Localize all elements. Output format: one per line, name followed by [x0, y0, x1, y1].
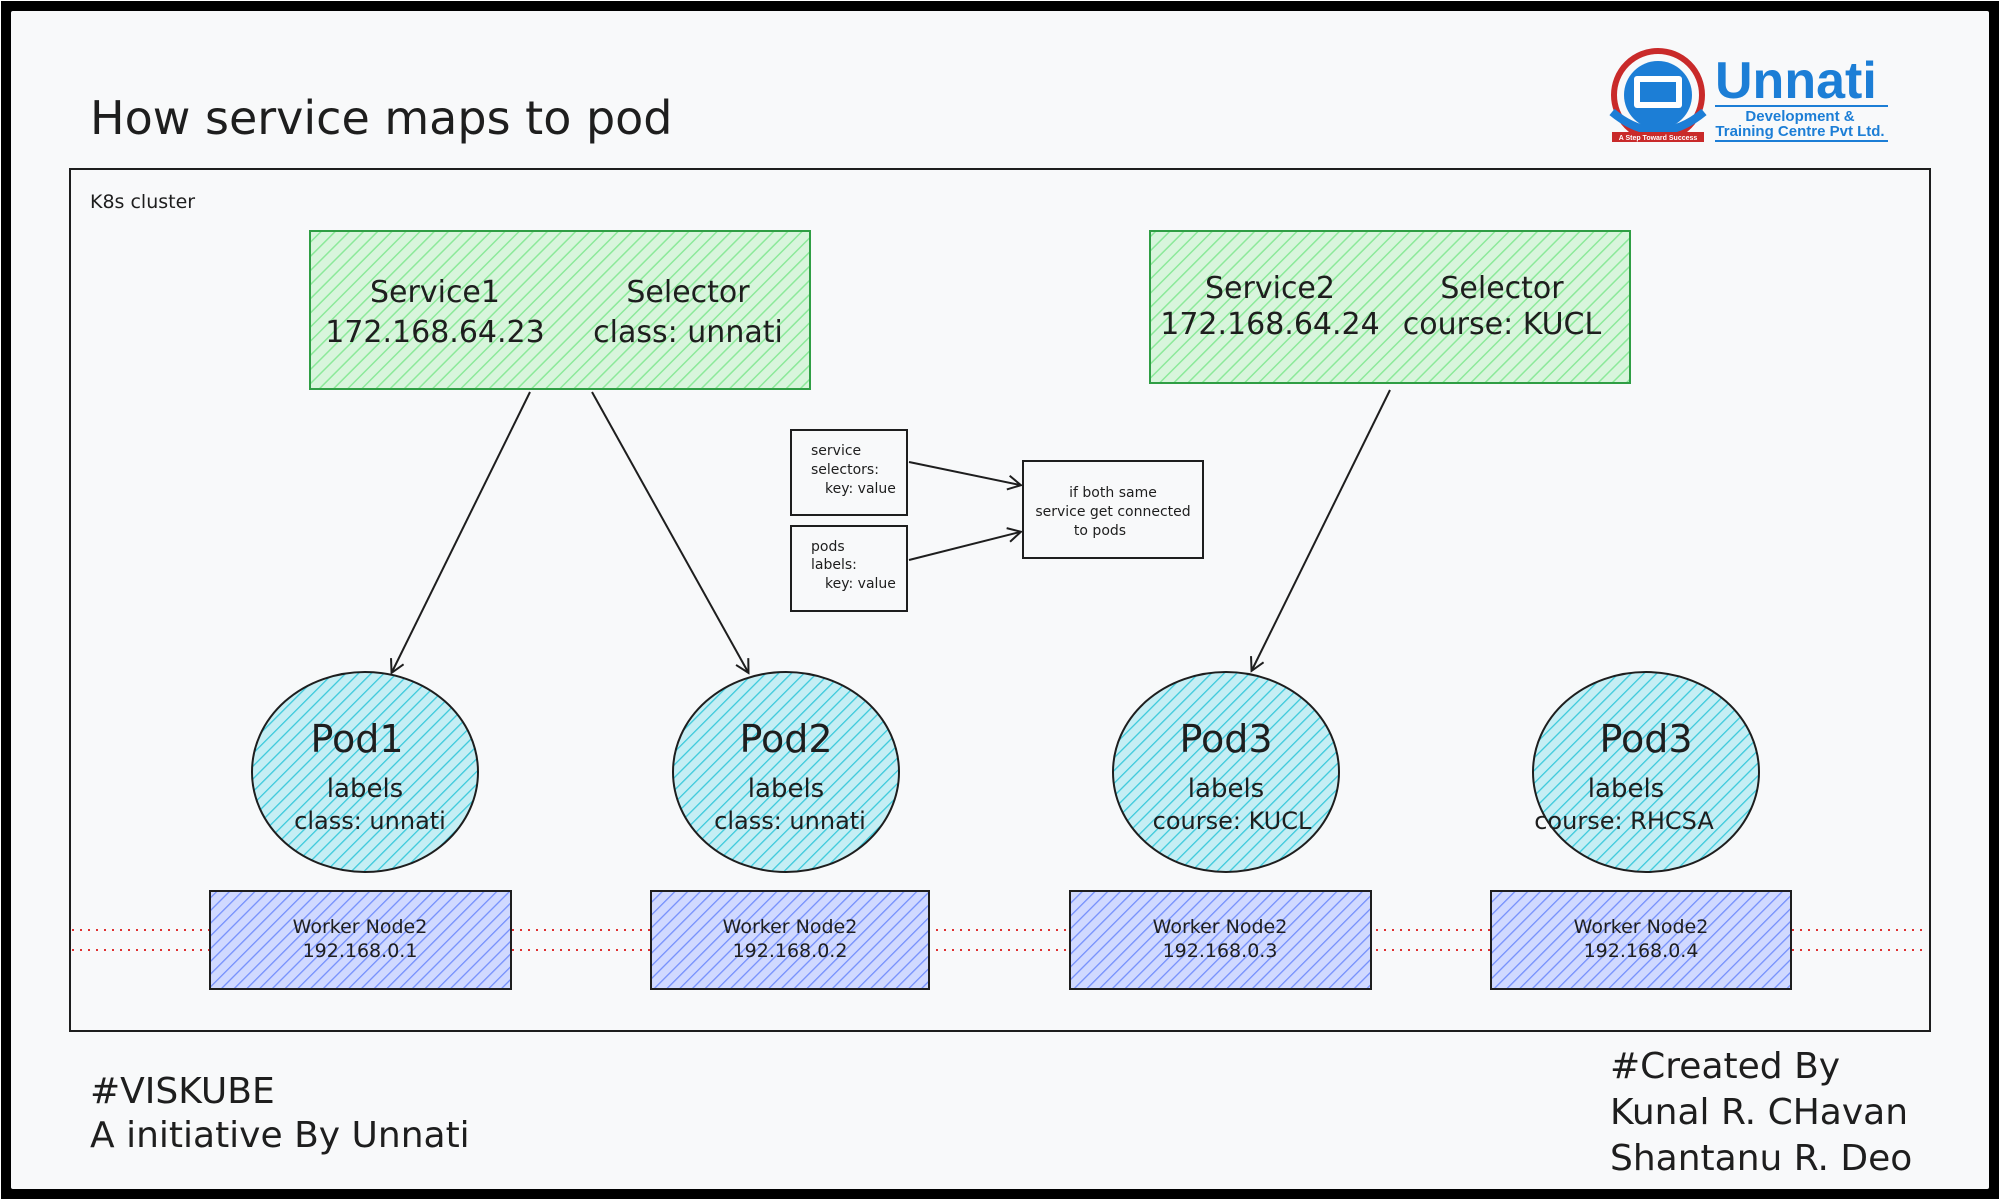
pod-circle: Pod1 labels class: unnati — [251, 671, 479, 873]
worker-node-ip: 192.168.0.1 — [303, 940, 418, 962]
note-line: key: value — [825, 481, 896, 497]
worker-node-name: Worker Node2 — [1153, 916, 1288, 938]
cluster-boundary — [69, 168, 1931, 1032]
worker-node-box: Worker Node2 192.168.0.3 — [1069, 890, 1372, 990]
worker-node-name: Worker Node2 — [293, 916, 428, 938]
worker-node-name: Worker Node2 — [1574, 916, 1709, 938]
pod-label: course: KUCL — [1153, 807, 1312, 835]
pod-label: class: unnati — [294, 807, 446, 835]
credits-author: Kunal R. CHavan — [1610, 1092, 1908, 1133]
service-to-pod-arrow — [392, 391, 531, 672]
worker-node-name: Worker Node2 — [723, 916, 858, 938]
pod-circle: Pod2 labels class: unnati — [672, 671, 900, 873]
note-arrow — [908, 461, 1020, 485]
service-ip: 172.168.64.23 — [325, 315, 544, 350]
pod-circle: Pod3 labels course: RHCSA — [1532, 671, 1760, 873]
worker-node-box: Worker Node2 192.168.0.4 — [1490, 890, 1792, 990]
worker-node-ip: 192.168.0.4 — [1584, 940, 1699, 962]
worker-node-ip: 192.168.0.3 — [1163, 940, 1278, 962]
pod-name: Pod3 — [1179, 717, 1272, 761]
canvas-background — [11, 11, 1989, 1189]
pod-label: class: unnati — [714, 807, 866, 835]
cluster-label: K8s cluster — [90, 191, 195, 213]
pod-labels-title: labels — [1188, 774, 1264, 804]
footer-hashtag: #VISKUBE — [90, 1071, 275, 1112]
worker-node-ip: 192.168.0.2 — [733, 940, 848, 962]
service-box: Service1 172.168.64.23 Selector class: u… — [309, 230, 811, 390]
note-line: key: value — [825, 576, 896, 592]
service-selector-label: Selector — [1440, 271, 1564, 306]
service-selector-label: Selector — [626, 275, 750, 310]
credits-heading: #Created By — [1610, 1046, 1840, 1087]
pod-circle: Pod3 labels course: KUCL — [1112, 671, 1340, 873]
service-selector: class: unnati — [593, 315, 783, 350]
service-to-pod-arrow — [1252, 389, 1391, 670]
service-selector: course: KUCL — [1403, 307, 1602, 342]
note-line: service get connected — [1035, 504, 1190, 520]
service-ip: 172.168.64.24 — [1160, 307, 1379, 342]
logo-tagline: A Step Toward Success — [1619, 135, 1698, 142]
pod-labels-title: labels — [1588, 774, 1664, 804]
diagram-title: How service maps to pod — [90, 91, 673, 145]
logo-name: Unnati — [1715, 52, 1877, 110]
pod-labels-title: labels — [748, 774, 824, 804]
note-line: if both same — [1069, 485, 1157, 501]
note-arrow — [908, 532, 1020, 561]
note-line: to pods — [1074, 523, 1126, 539]
logo-subtitle-2: Training Centre Pvt Ltd. — [1715, 123, 1884, 140]
note-line: pods — [811, 539, 845, 555]
pod-name: Pod3 — [1599, 717, 1692, 761]
worker-node-box: Worker Node2 192.168.0.1 — [209, 890, 512, 990]
unnati-logo: A Step Toward Success Unnati Development… — [1609, 48, 1888, 142]
pod-label: course: RHCSA — [1534, 807, 1714, 835]
logo-subtitle-1: Development & — [1745, 108, 1854, 125]
credits-author: Shantanu R. Deo — [1610, 1138, 1912, 1179]
note-result: if both same service get connected to po… — [1022, 460, 1204, 559]
note-service-selectors: service selectors: key: value — [790, 429, 908, 516]
pod-name: Pod1 — [310, 717, 403, 761]
pod-labels-title: labels — [327, 774, 403, 804]
note-line: selectors: — [811, 462, 879, 478]
service-name: Service2 — [1205, 271, 1335, 306]
footer-initiative: A initiative By Unnati — [90, 1115, 470, 1156]
service-name: Service1 — [370, 275, 500, 310]
note-line: service — [811, 443, 861, 459]
service-box: Service2 172.168.64.24 Selector course: … — [1149, 230, 1631, 384]
note-pod-labels: pods labels: key: value — [790, 525, 908, 612]
worker-node-box: Worker Node2 192.168.0.2 — [650, 890, 930, 990]
pod-name: Pod2 — [739, 717, 832, 761]
service-to-pod-arrow — [591, 391, 748, 672]
note-line: labels: — [811, 557, 857, 573]
